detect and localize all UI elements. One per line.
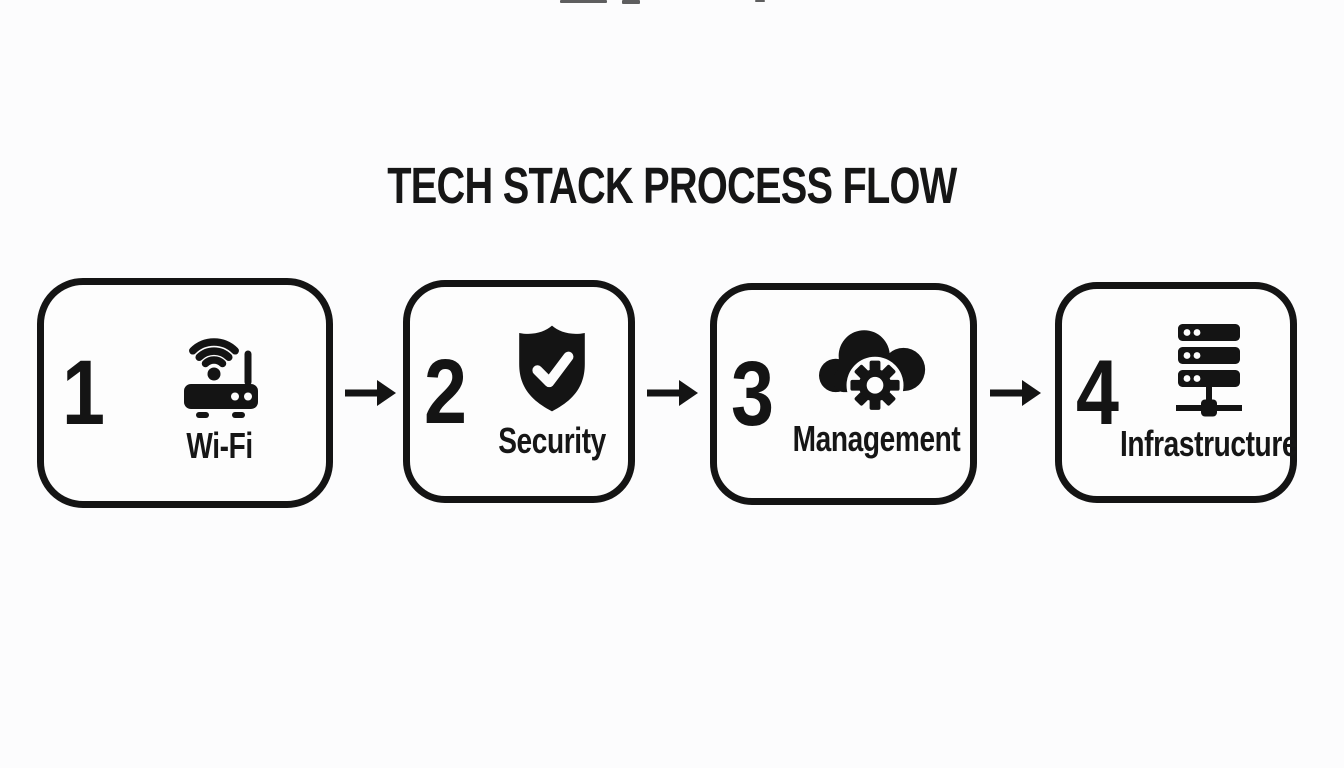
- step-number: 2: [424, 340, 467, 443]
- step-box-wifi: 1 Wi-Fi: [37, 278, 333, 508]
- step-content: Management: [782, 329, 970, 459]
- step-box-security: 2 Security: [403, 280, 635, 503]
- top-edge-artifact: [755, 0, 765, 2]
- step-box-infrastructure: 4 Infrastructure: [1055, 282, 1298, 503]
- wifi-router-icon: [172, 320, 268, 420]
- server-stack-icon: [1175, 322, 1242, 418]
- step-number: 3: [731, 343, 774, 445]
- top-edge-artifact: [622, 0, 640, 4]
- step-label: Wi-Fi: [186, 425, 253, 467]
- step-label: Security: [497, 420, 606, 462]
- arrow-right-icon: [646, 373, 698, 413]
- step-box-management: 3: [710, 283, 977, 505]
- step-number: 4: [1076, 341, 1119, 444]
- page-title: TECH STACK PROCESS FLOW: [0, 160, 1344, 211]
- step-content: Infrastructure: [1120, 322, 1298, 464]
- page-title-text: TECH STACK PROCESS FLOW: [387, 157, 957, 214]
- step-label: Infrastructure: [1120, 422, 1298, 464]
- step-content: Security: [475, 322, 628, 461]
- step-content: Wi-Fi: [113, 320, 326, 466]
- step-number: 1: [62, 342, 105, 444]
- step-label: Management: [792, 418, 960, 460]
- shield-check-icon: [511, 322, 593, 415]
- top-edge-artifact: [560, 0, 607, 3]
- arrow-right-icon: [344, 373, 396, 413]
- cloud-gear-icon: [819, 329, 933, 414]
- arrow-right-icon: [989, 373, 1041, 413]
